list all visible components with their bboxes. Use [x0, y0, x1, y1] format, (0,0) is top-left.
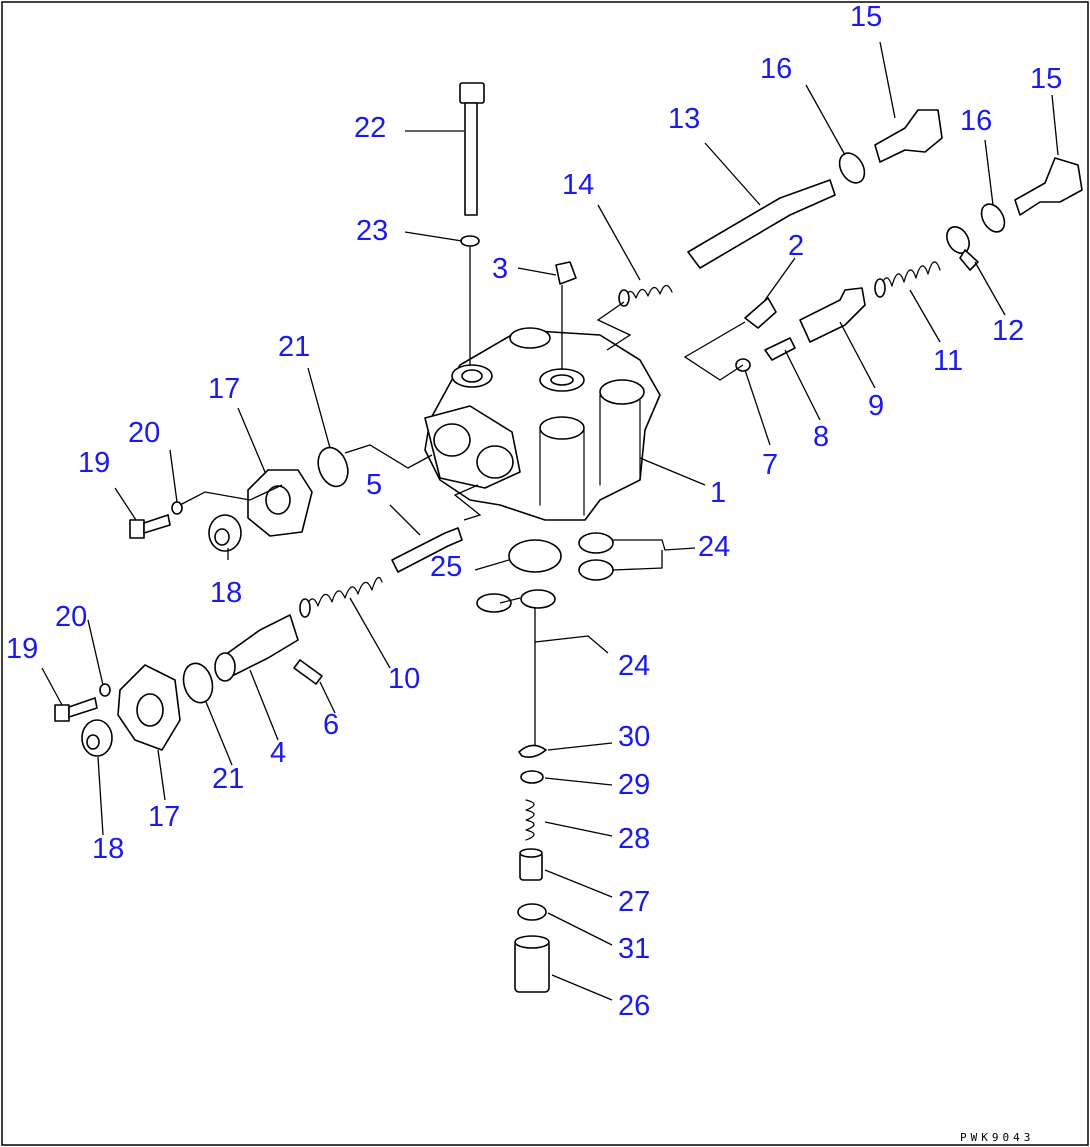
callout-23: 23	[356, 215, 388, 247]
o-ring-25	[508, 539, 562, 573]
callout-16-upper: 16	[760, 53, 792, 85]
leader-lines	[41, 41, 1059, 1001]
callout-20-lower: 20	[55, 601, 87, 633]
drawing-code: PWK9043	[960, 1131, 1034, 1144]
bolt-22	[459, 82, 485, 216]
callout-4: 4	[270, 737, 286, 769]
callout-9: 9	[868, 390, 884, 422]
bolt-19-upper	[129, 514, 171, 539]
callout-17-lower: 17	[148, 801, 180, 833]
callout-14: 14	[562, 169, 594, 201]
bushing-18-lower	[81, 719, 113, 757]
spring-8	[764, 337, 796, 361]
pin-5	[391, 527, 463, 573]
callout-21-upper: 21	[278, 331, 310, 363]
callout-10: 10	[388, 663, 420, 695]
callout-28: 28	[618, 823, 650, 855]
callout-12: 12	[992, 315, 1024, 347]
spring-11	[874, 261, 941, 298]
callout-5: 5	[366, 469, 382, 501]
callout-27: 27	[618, 886, 650, 918]
callout-1: 1	[710, 477, 726, 509]
o-ring-16-upper	[838, 152, 866, 184]
callout-15-lower: 15	[1030, 63, 1062, 95]
seal-24-lower	[476, 589, 556, 613]
plug-26	[514, 935, 550, 993]
callout-24-lower: 24	[618, 650, 650, 682]
spool-4	[214, 614, 299, 682]
callout-7: 7	[762, 449, 778, 481]
callout-18-upper: 18	[210, 577, 242, 609]
o-ring-31	[517, 903, 547, 921]
callout-20-upper: 20	[128, 417, 160, 449]
valve-body	[424, 327, 661, 521]
plug-3	[555, 261, 577, 285]
callout-26: 26	[618, 990, 650, 1022]
ring-12	[946, 226, 979, 271]
snap-ring-30	[518, 744, 547, 758]
callout-15-upper: 15	[850, 1, 882, 33]
spring-28	[525, 799, 535, 841]
callout-25: 25	[430, 551, 462, 583]
bushing-18-upper	[208, 514, 242, 552]
washer-20-upper	[171, 501, 183, 515]
callout-31: 31	[618, 933, 650, 965]
spool-13	[687, 179, 836, 269]
callout-21-lower: 21	[212, 763, 244, 795]
callout-11: 11	[933, 345, 963, 377]
callout-2: 2	[788, 230, 804, 262]
callout-19-upper: 19	[78, 447, 110, 479]
seal-24-upper	[578, 532, 614, 581]
cover-17-upper	[247, 469, 313, 537]
callout-8: 8	[813, 421, 829, 453]
washer-29	[520, 770, 544, 784]
callout-17-upper: 17	[208, 373, 240, 405]
o-ring-21-upper	[317, 446, 349, 488]
cover-17-lower	[117, 664, 181, 751]
callout-3: 3	[492, 253, 508, 285]
washer-23	[460, 235, 480, 247]
spring-14	[618, 284, 673, 307]
callout-6: 6	[323, 709, 339, 741]
plug-15-upper	[874, 109, 943, 163]
spring-10	[299, 576, 383, 618]
callout-22: 22	[354, 112, 386, 144]
callout-13: 13	[668, 103, 700, 135]
callout-29: 29	[618, 769, 650, 801]
seat-2	[744, 297, 777, 329]
washer-20-lower	[99, 683, 111, 697]
callout-16-lower: 16	[960, 105, 992, 137]
plug-15-lower	[1014, 157, 1083, 216]
callout-18-lower: 18	[92, 833, 124, 865]
plunger-27	[519, 848, 543, 881]
callout-24-upper: 24	[698, 531, 730, 563]
callout-30: 30	[618, 721, 650, 753]
pin-6	[293, 659, 323, 685]
callout-19-lower: 19	[6, 633, 38, 665]
o-ring-16-lower	[980, 203, 1006, 233]
callout-labels: 1 2 3 4 5 6 7 8 9 10 11 12 13 14 15 15 1…	[6, 1, 1062, 1022]
bolt-19-lower	[54, 697, 98, 722]
piston-9	[799, 287, 866, 343]
o-ring-21-lower	[182, 662, 214, 704]
